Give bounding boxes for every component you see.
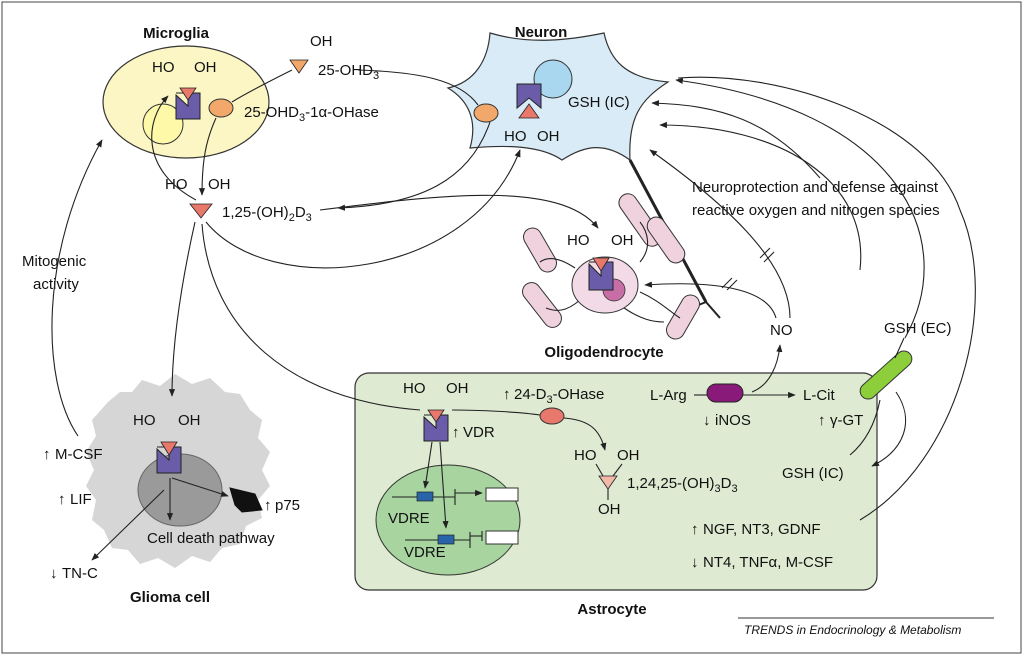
neuroprotection-label-line2: reactive oxygen and nitrogen species <box>692 202 940 219</box>
no-label: NO <box>770 322 793 339</box>
cell-death-label: Cell death pathway <box>147 530 275 547</box>
trihydroxy-oh-bottom-label: OH <box>598 501 621 518</box>
neuron-oh-label: OH <box>537 128 560 145</box>
microglia-oh-label: OH <box>194 59 217 76</box>
oligodendrocyte-oh-label: OH <box>611 232 634 249</box>
calcitriol-ho-label: HO <box>165 176 188 193</box>
trihydroxy-label: 1,24,25-(OH)3D3 <box>627 475 738 495</box>
trihydroxy-ho-label: HO <box>574 447 597 464</box>
microglia-hydroxylase-enzyme-icon <box>208 98 234 118</box>
myelin-segment-5 <box>666 294 700 340</box>
inos-down-arrow: ↓ <box>703 412 711 429</box>
gamma-gt-transporter-icon <box>859 350 913 400</box>
inos-enzyme-icon <box>706 383 744 403</box>
l-arg-label: L-Arg <box>650 387 687 404</box>
trihydroxy-oh-label: OH <box>617 447 640 464</box>
tn-c-down-arrow: ↓ <box>50 565 58 582</box>
calcidiol-oh-label: OH <box>310 33 333 50</box>
gsh-ec-label: GSH (EC) <box>884 320 952 337</box>
p75-label: p75 <box>275 497 300 514</box>
axon-terminal-right <box>705 301 721 319</box>
lif-up-arrow: ↑ <box>58 491 66 508</box>
nt4-down-arrow: ↓ <box>691 554 699 571</box>
astrocyte-nucleus <box>375 464 521 576</box>
vdr-label: VDR <box>463 424 495 441</box>
glioma-oh-label: OH <box>178 412 201 429</box>
journal-credit: TRENDS in Endocrinology & Metabolism <box>744 623 961 637</box>
trihydroxy-molecule-icon <box>598 475 618 490</box>
neuron-label: Neuron <box>515 24 568 41</box>
vdre-label-1: VDRE <box>388 510 430 527</box>
glioma-cell <box>86 374 270 568</box>
gene-box-2 <box>485 530 519 545</box>
nt4-label: NT4, TNFα, M-CSF <box>703 554 833 571</box>
astrocyte-ho-label: HO <box>403 380 426 397</box>
myelin-segment-4 <box>522 282 562 328</box>
neuron-cell <box>446 32 670 162</box>
m-csf-label: M-CSF <box>55 446 103 463</box>
calcidiol-molecule-icon <box>289 59 309 74</box>
astrocyte-ligand-icon <box>427 409 445 423</box>
neuroprotection-label-line1: Neuroprotection and defense against <box>692 179 939 196</box>
calcitriol-molecule-icon <box>189 203 213 219</box>
glioma-ligand-icon <box>160 441 178 456</box>
neuron-ligand-icon <box>518 103 540 119</box>
microglia-ligand-icon <box>179 87 197 101</box>
hydroxylase24-enzyme-icon <box>539 407 565 425</box>
calcitriol-oh-label: OH <box>208 176 231 193</box>
vdre-element-2 <box>437 534 455 545</box>
mitogenic-label-line1: Mitogenic <box>22 253 87 270</box>
oligodendrocyte-cell <box>522 193 700 340</box>
microglia-label: Microglia <box>143 25 210 42</box>
astrocyte-gsh-ic-label: GSH (IC) <box>782 465 844 482</box>
neuron-gsh-label: GSH (IC) <box>568 94 630 111</box>
calcidiol-label: 25-OHD3 <box>318 62 379 82</box>
vdre-element-1 <box>416 491 434 502</box>
glioma-label: Glioma cell <box>130 589 210 606</box>
microglia-cell <box>102 45 270 159</box>
neuron-vdr-receptor-icon <box>516 83 542 110</box>
calcitriol-label: 1,25-(OH)2D3 <box>222 204 312 224</box>
tn-c-label: TN-C <box>62 565 98 582</box>
pathway-arrows <box>51 69 976 561</box>
lif-label: LIF <box>70 491 92 508</box>
oligodendrocyte-ho-label: HO <box>567 232 590 249</box>
hydroxylase-label: 25-OHD3-1α-OHase <box>244 104 379 124</box>
ngf-up-arrow: ↑ <box>691 521 699 538</box>
neuron-uptake-enzyme-icon <box>473 103 499 123</box>
neuron-ho-label: HO <box>504 128 527 145</box>
ngf-label: NGF, NT3, GDNF <box>703 521 821 538</box>
hydroxylase24-label: 24-D3-OHase <box>514 386 604 406</box>
neuron-nucleus <box>533 59 573 99</box>
l-cit-label: L-Cit <box>803 387 836 404</box>
vdre-label-2: VDRE <box>404 544 446 561</box>
m-csf-up-arrow: ↑ <box>43 446 51 463</box>
gamma-gt-label: γ-GT <box>830 412 863 429</box>
gene-box-1 <box>485 487 519 502</box>
myelin-segment-1 <box>523 227 557 273</box>
microglia-nucleus <box>142 103 184 145</box>
oligodendrocyte-ligand-icon <box>592 257 610 272</box>
hydroxylase24-up-arrow: ↑ <box>503 386 511 403</box>
mitogenic-label-line2: activity <box>33 276 79 293</box>
oligodendrocyte-label: Oligodendrocyte <box>544 344 663 361</box>
gamma-gt-up-arrow: ↑ <box>818 412 826 429</box>
p75-receptor-icon <box>229 487 263 513</box>
vdr-up-arrow: ↑ <box>452 424 460 441</box>
astrocyte-label: Astrocyte <box>577 601 646 618</box>
microglia-ho-label: HO <box>152 59 175 76</box>
p75-up-arrow: ↑ <box>264 497 272 514</box>
astrocyte-oh-label: OH <box>446 380 469 397</box>
inos-label: iNOS <box>715 412 751 429</box>
myelin-segment-3 <box>646 216 686 264</box>
glioma-ho-label: HO <box>133 412 156 429</box>
